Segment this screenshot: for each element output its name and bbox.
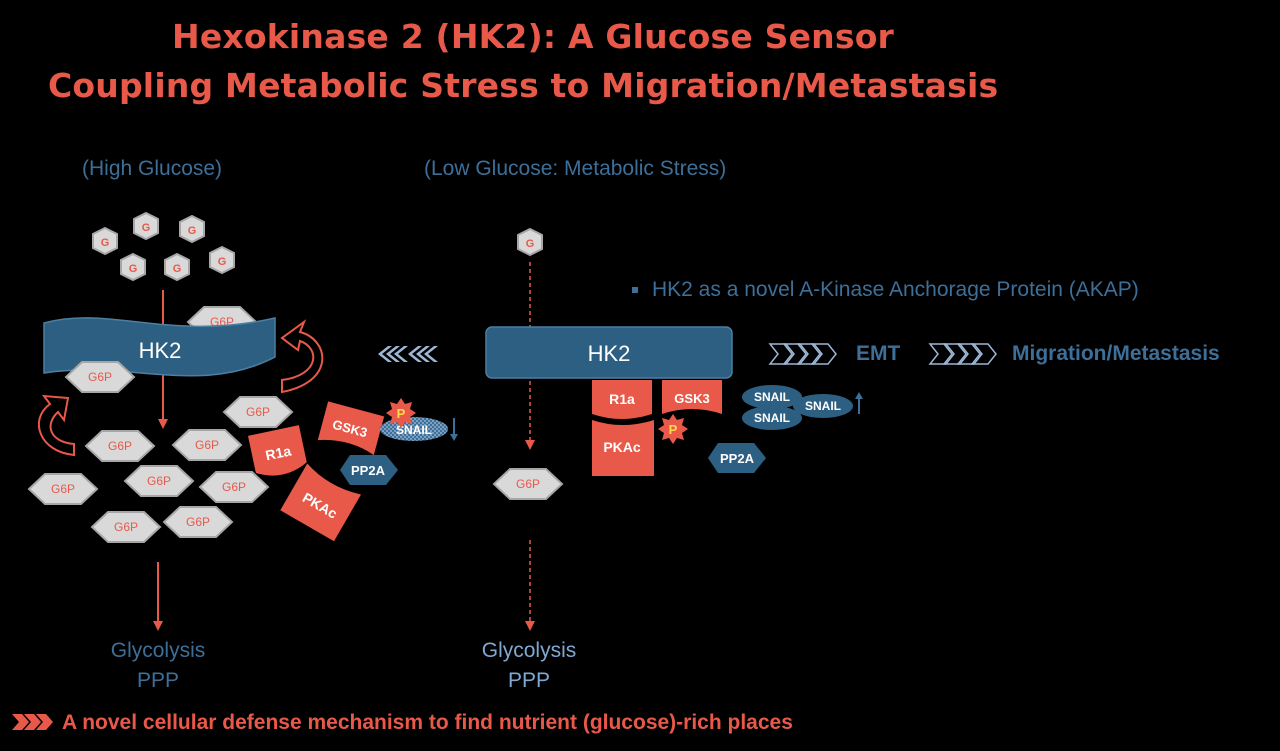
glucose-node: G — [92, 226, 118, 256]
snail-label: SNAIL — [805, 399, 841, 413]
akap-bullet-text: HK2 as a novel A-Kinase Anchorage Protei… — [652, 278, 1139, 301]
gsk3-node-left: GSK3 — [317, 401, 385, 456]
glucose-node: G — [179, 214, 205, 244]
g6p-node: G6P — [162, 506, 234, 538]
g6p-cluster-left: G6P G6P G6P G6P G6P G6P G6P G6P G6P — [27, 361, 294, 543]
snail-node-right: SNAIL — [742, 406, 802, 430]
snail-label: SNAIL — [396, 423, 432, 437]
curved-arrow-icon — [280, 319, 324, 394]
title-line-2: Coupling Metabolic Stress to Migration/M… — [48, 66, 999, 105]
g6p-node: G6P — [90, 511, 162, 543]
r1a-node-right: R1a — [592, 380, 652, 419]
phospho-label: P — [397, 406, 406, 421]
arrow-chevron-icon — [378, 346, 438, 362]
hk2-box-right: HK2 — [485, 326, 733, 379]
phospho-label: P — [669, 422, 678, 437]
g6p-label: G6P — [195, 438, 219, 452]
g6p-label: G6P — [108, 439, 132, 453]
snail-node-left: SNAIL — [380, 417, 448, 441]
condition-low-glucose: (Low Glucose: Metabolic Stress) — [424, 157, 727, 180]
glucose-node: G — [517, 227, 543, 257]
pkac-label: PKAc — [603, 439, 641, 455]
outcome-right-ppp: PPP — [507, 669, 551, 692]
outcome-right-glycolysis: Glycolysis — [481, 639, 577, 662]
g6p-node: G6P — [27, 473, 99, 505]
hk2-label: HK2 — [588, 341, 631, 366]
glucose-node: G — [133, 211, 159, 241]
pkac-node-right: PKAc — [592, 420, 654, 476]
arrow-chevron-icon — [768, 343, 837, 365]
g6p-node: G6P — [492, 468, 564, 500]
pp2a-label: PP2A — [351, 463, 386, 478]
g6p-node: G6P — [171, 429, 243, 461]
g6p-label: G6P — [147, 474, 171, 488]
footer-chevron-icon — [12, 714, 53, 730]
glucose-label: G — [173, 263, 182, 275]
snail-node-right: SNAIL — [742, 385, 802, 409]
g6p-label: G6P — [516, 477, 540, 491]
title-line-1: Hexokinase 2 (HK2): A Glucose Sensor — [172, 17, 895, 56]
outcome-left-ppp: PPP — [136, 669, 180, 692]
pp2a-label: PP2A — [720, 451, 755, 466]
g6p-node: G6P — [198, 471, 270, 503]
pkac-node-left: PKAc — [280, 463, 361, 542]
g6p-node: G6P — [222, 396, 294, 428]
condition-high-glucose: (High Glucose) — [82, 157, 223, 180]
outcome-right: Glycolysis PPP — [461, 636, 597, 696]
outcome-left-glycolysis: Glycolysis — [110, 639, 206, 662]
g6p-label: G6P — [246, 405, 270, 419]
footer-text: A novel cellular defense mechanism to fi… — [62, 711, 793, 734]
glucose-cluster-left: G G G G G G — [92, 211, 235, 282]
phospho-star-icon: P — [658, 414, 688, 444]
glucose-node: G — [120, 252, 146, 282]
snail-node-right: SNAIL — [793, 394, 853, 418]
snail-label: SNAIL — [754, 411, 790, 425]
g6p-node: G6P — [123, 465, 195, 497]
g6p-label: G6P — [186, 515, 210, 529]
outcome-left: Glycolysis PPP — [90, 636, 226, 696]
akap-bullet: HK2 as a novel A-Kinase Anchorage Protei… — [632, 278, 1139, 302]
r1a-label: R1a — [609, 391, 635, 407]
r1a-label: R1a — [264, 442, 293, 463]
g6p-node: G6P — [64, 361, 136, 393]
glucose-node: G — [209, 245, 235, 275]
pp2a-node-right: PP2A — [708, 443, 766, 473]
emt-label: EMT — [856, 342, 901, 365]
arrow-chevron-icon — [928, 343, 997, 365]
phospho-star-icon: P — [386, 398, 416, 428]
migration-label: Migration/Metastasis — [1012, 342, 1220, 365]
glucose-label: G — [101, 237, 110, 249]
hk2-label: HK2 — [139, 338, 182, 363]
pp2a-node-left: PP2A — [340, 455, 398, 485]
g6p-label: G6P — [222, 480, 246, 494]
glucose-label: G — [129, 263, 138, 275]
glucose-label: G — [188, 225, 197, 237]
r1a-node-left: R1a — [247, 425, 307, 476]
gsk3-label: GSK3 — [674, 391, 709, 406]
g6p-node: G6P — [84, 430, 156, 462]
curved-arrow-icon — [38, 394, 75, 457]
snail-label: SNAIL — [754, 390, 790, 404]
glucose-label: G — [142, 222, 151, 234]
g6p-label: G6P — [88, 370, 112, 384]
glucose-label: G — [526, 238, 535, 250]
glucose-label: G — [218, 256, 227, 268]
g6p-label: G6P — [114, 520, 138, 534]
g6p-label: G6P — [51, 482, 75, 496]
glucose-node: G — [164, 252, 190, 282]
snail-increase-arrowhead-icon — [855, 392, 863, 399]
bullet-square-icon — [632, 287, 638, 294]
snail-decrease-arrowhead-icon — [450, 434, 458, 441]
gsk3-node-right: GSK3 — [662, 380, 722, 414]
